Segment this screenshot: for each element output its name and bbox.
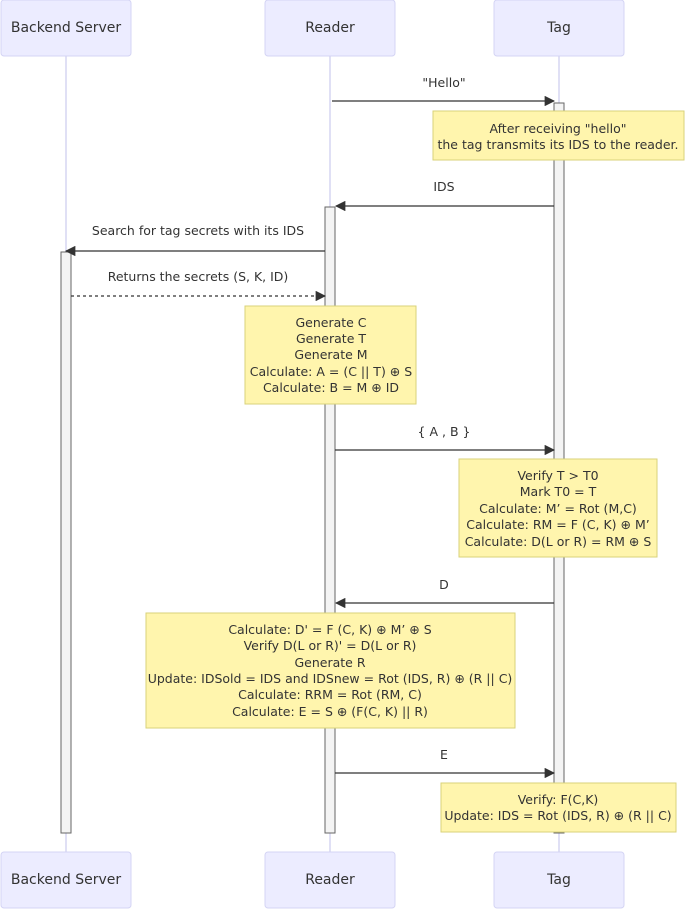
message-label: D — [439, 577, 449, 592]
message-label: Returns the secrets (S, K, ID) — [108, 269, 289, 284]
note-line: Generate M — [294, 347, 367, 362]
note-line: Calculate: A = (C || T) ⊕ S — [250, 364, 412, 379]
message-label: IDS — [433, 179, 454, 194]
note-line: Calculate: B = M ⊕ ID — [263, 380, 399, 395]
message-hello: "Hello" — [332, 75, 556, 107]
activation-bar-reader — [324, 206, 336, 834]
actor-label: Backend Server — [11, 872, 121, 888]
message-ids: IDS — [334, 179, 554, 212]
note-line: Generate T — [296, 331, 366, 346]
actor-label: Reader — [305, 872, 355, 888]
note-line: Calculate: RRM = Rot (RM, C) — [238, 687, 422, 702]
note-line: Verify: F(C,K) — [518, 792, 599, 807]
actor-tag-bottom: Tag — [493, 851, 625, 909]
note-line: Verify D(L or R)' = D(L or R) — [244, 638, 417, 653]
note-line: Calculate: D(L or R) = RM ⊕ S — [465, 534, 652, 549]
note-line: Calculate: M’ = Rot (M,C) — [479, 501, 637, 516]
actor-label: Tag — [546, 872, 571, 888]
message-label: "Hello" — [422, 75, 465, 90]
note-tag-verify: Verify T > T0 Mark T0 = T Calculate: M’ … — [458, 458, 658, 558]
note-line: the tag transmits its IDS to the reader. — [437, 137, 678, 152]
actor-label: Tag — [546, 20, 571, 36]
message-d: D — [334, 577, 554, 609]
note-line: Calculate: E = S ⊕ (F(C, K) || R) — [232, 704, 428, 719]
message-label: { A , B } — [418, 424, 471, 439]
note-line: Generate R — [294, 655, 365, 670]
message-label: Search for tag secrets with its IDS — [92, 223, 304, 238]
actor-backend-server-bottom: Backend Server — [0, 851, 132, 909]
note-reader-update: Calculate: D' = F (C, K) ⊕ M’ ⊕ S Verify… — [145, 612, 516, 729]
actor-label: Reader — [305, 20, 355, 36]
message-search: Search for tag secrets with its IDS — [64, 223, 325, 257]
message-e: E — [335, 747, 556, 779]
note-line: Calculate: RM = F (C, K) ⊕ M’ — [466, 517, 649, 532]
message-label: E — [440, 747, 448, 762]
actor-reader-top: Reader — [264, 0, 396, 57]
message-returns-secrets: Returns the secrets (S, K, ID) — [71, 269, 327, 302]
note-line: Calculate: D' = F (C, K) ⊕ M’ ⊕ S — [228, 622, 431, 637]
note-tag-final-update: Verify: F(C,K) Update: IDS = Rot (IDS, R… — [440, 782, 677, 833]
actor-tag-top: Tag — [493, 0, 625, 57]
activation-bar-backend-server — [60, 251, 72, 834]
actor-reader-bottom: Reader — [264, 851, 396, 909]
note-line: Generate C — [295, 315, 366, 330]
note-line: After receiving "hello" — [490, 121, 627, 136]
note-line: Update: IDSold = IDS and IDSnew = Rot (I… — [148, 671, 513, 686]
actor-backend-server-top: Backend Server — [0, 0, 132, 57]
actor-label: Backend Server — [11, 20, 121, 36]
message-a-b: { A , B } — [335, 424, 556, 456]
note-line: Update: IDS = Rot (IDS, R) ⊕ (R || C) — [444, 808, 671, 823]
note-hello-received: After receiving "hello" the tag transmit… — [432, 110, 685, 161]
note-reader-generate: Generate C Generate T Generate M Calcula… — [244, 305, 417, 405]
note-line: Mark T0 = T — [520, 484, 597, 499]
note-line: Verify T > T0 — [517, 468, 598, 483]
